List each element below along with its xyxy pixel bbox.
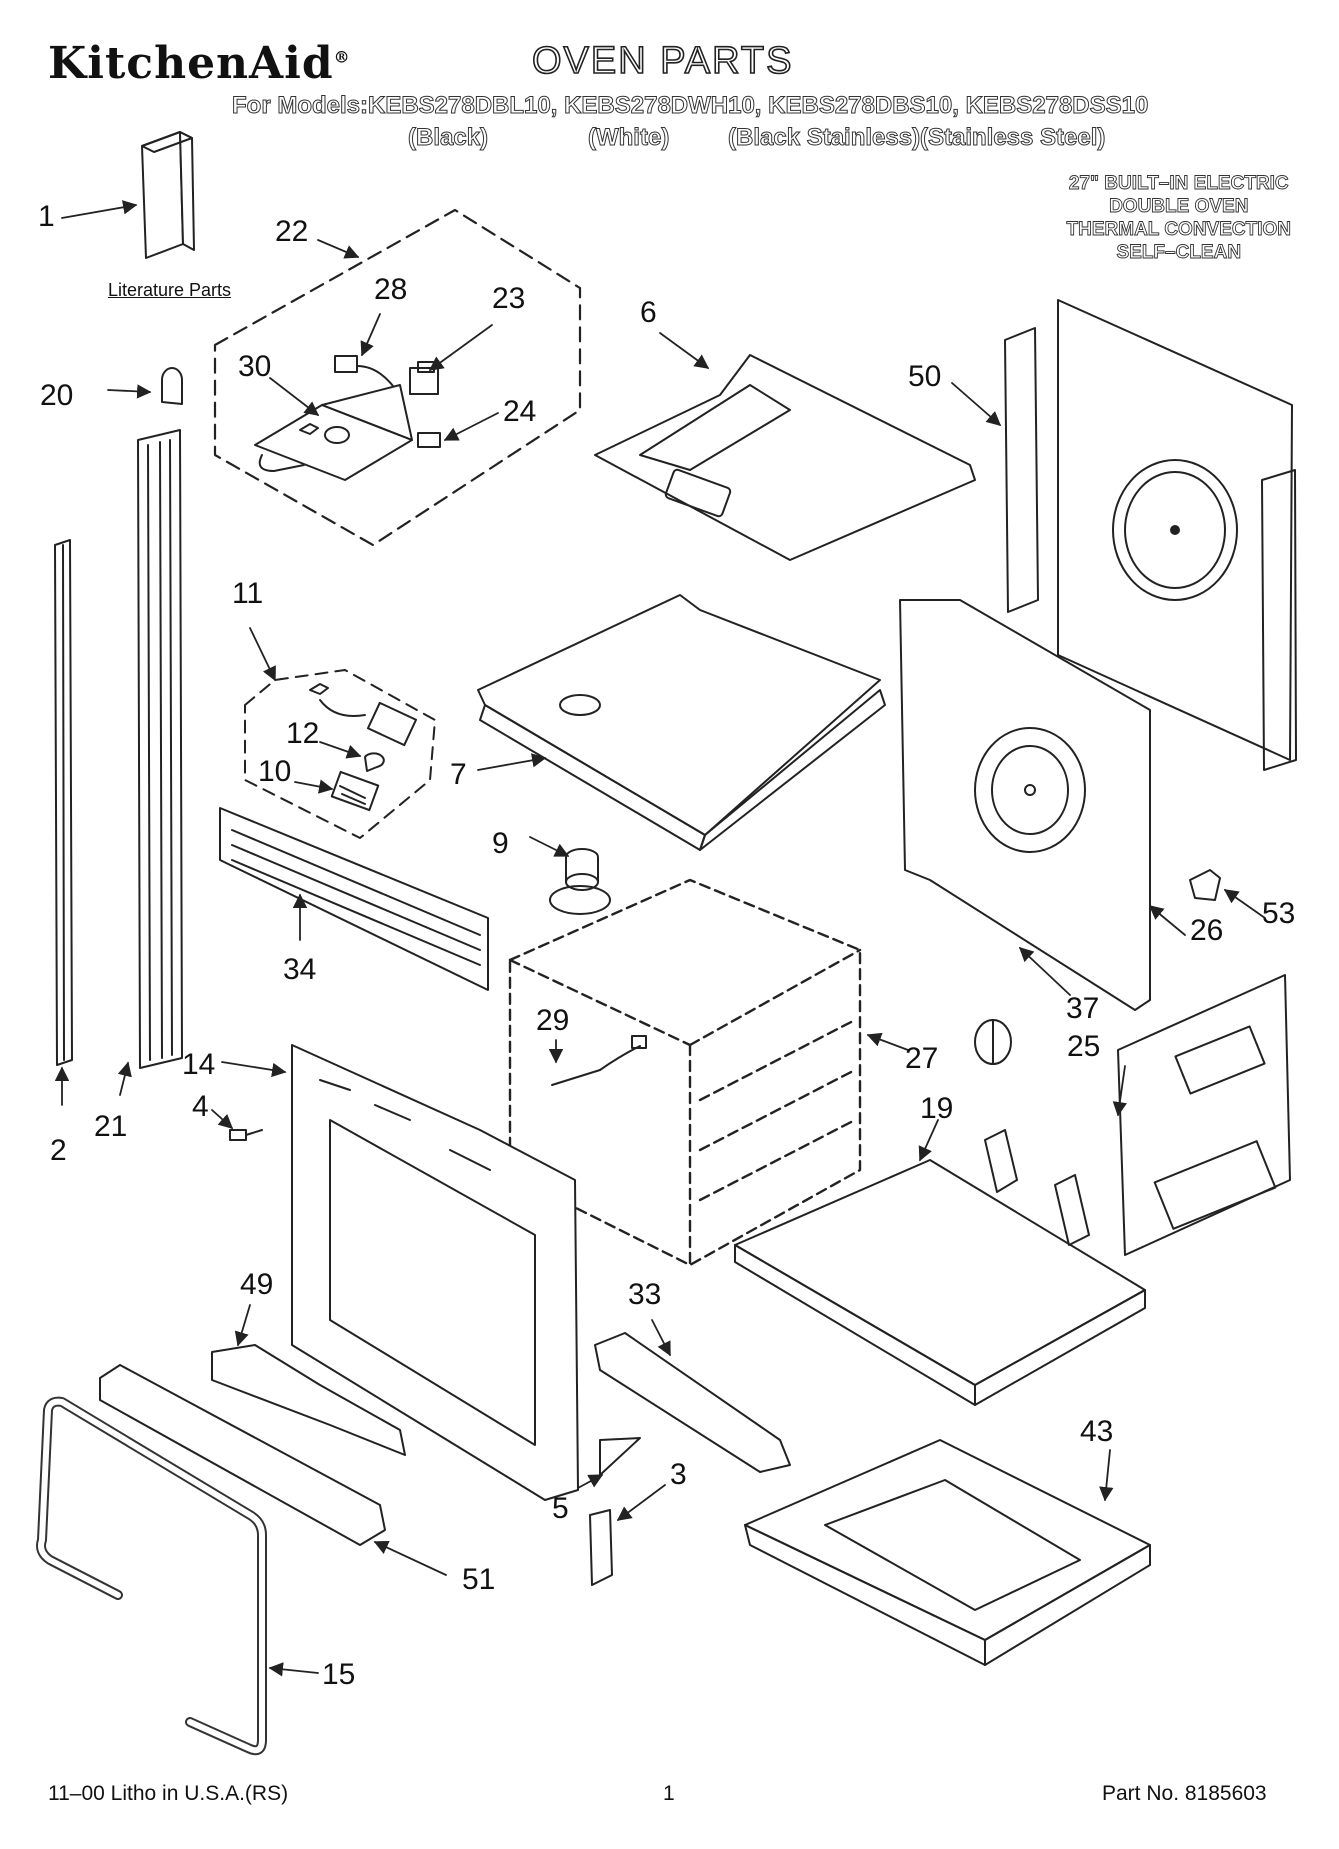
footer-part-number: Part No. 8185603 [1102, 1782, 1267, 1805]
callout-53: 53 [1262, 897, 1296, 930]
footer-litho: 11–00 Litho in U.S.A.(RS) [48, 1782, 289, 1805]
bracket-33 [594, 1332, 791, 1473]
bottom-tray-43 [744, 1439, 1151, 1666]
callout-33: 33 [628, 1278, 662, 1311]
spec-line: DOUBLE OVEN [1109, 196, 1249, 218]
switch-28 [334, 355, 394, 387]
callout-19: 19 [920, 1092, 954, 1125]
callout-37: 37 [1066, 992, 1100, 1025]
spec-block: 27" BUILT–IN ELECTRIC DOUBLE OVEN THERMA… [1066, 172, 1291, 264]
side-trim-21 [137, 429, 183, 1069]
model-colors: (Black) (White) (Black Stainless) (Stain… [0, 124, 1339, 154]
spec-line: THERMAL CONVECTION [1066, 219, 1291, 241]
front-frame-14 [291, 1044, 579, 1501]
callout-27: 27 [905, 1042, 939, 1075]
bottom-panel-19 [734, 1129, 1146, 1406]
callout-leaders [54, 200, 1266, 1677]
convection-fan-9 [549, 848, 611, 915]
callout-28: 28 [374, 273, 408, 306]
control-bracket-30 [254, 384, 413, 481]
light-lens-10 [330, 770, 380, 812]
callout-29: 29 [536, 1004, 570, 1037]
callout-26: 26 [1190, 914, 1224, 947]
callout-34: 34 [283, 953, 317, 986]
spec-line: SELF–CLEAN [1116, 242, 1242, 264]
top-vent-panel-6 [594, 354, 976, 561]
callout-14: 14 [182, 1048, 216, 1081]
screw-4 [229, 1129, 263, 1141]
literature-parts-booklet [141, 131, 195, 259]
color-stainless-steel: (Stainless Steel) [919, 124, 1106, 152]
color-black: (Black) [407, 124, 489, 152]
callout-7: 7 [450, 758, 467, 791]
side-panel-25 [1117, 974, 1291, 1256]
thermostat-37 [974, 1019, 1012, 1065]
light-socket [309, 683, 418, 747]
callout-10: 10 [258, 755, 292, 788]
spec-line: 27" BUILT–IN ELECTRIC [1068, 173, 1289, 195]
bracket-5 [599, 1437, 641, 1476]
callout-11: 11 [232, 577, 264, 610]
footer-page-number: 1 [663, 1782, 675, 1805]
callout-51: 51 [462, 1563, 496, 1596]
bracket-49 [211, 1344, 406, 1456]
color-white: (White) [587, 124, 670, 152]
callout-50: 50 [908, 360, 942, 393]
callout-30: 30 [238, 350, 272, 383]
bracket-3 [589, 1509, 613, 1586]
callout-6: 6 [640, 296, 657, 329]
callout-15: 15 [322, 1658, 356, 1691]
trim-strip-2 [54, 539, 73, 1066]
back-panel-50 [1004, 299, 1297, 771]
callout-9: 9 [492, 827, 509, 860]
callout-43: 43 [1080, 1415, 1114, 1448]
control-assembly-dashed-group [213, 208, 582, 547]
convection-panel-26 [899, 599, 1151, 1011]
light-bulb-12 [364, 752, 385, 772]
callout-3: 3 [670, 1458, 687, 1491]
bracket-53 [1189, 869, 1221, 901]
brand-logo: KitchenAid® [48, 38, 351, 89]
door-trim-51 [99, 1364, 386, 1546]
callout-22: 22 [275, 215, 309, 248]
callout-49: 49 [240, 1268, 274, 1301]
callout-25: 25 [1067, 1030, 1101, 1063]
callout-23: 23 [492, 282, 526, 315]
light-assembly-dashed-group [244, 669, 436, 839]
page-title: OVEN PARTS [531, 39, 794, 83]
top-plate-7 [477, 594, 886, 851]
callout-12: 12 [286, 717, 320, 750]
models-line: For Models:KEBS278DBL10, KEBS278DWH10, K… [231, 92, 1149, 120]
vent-grille-34 [219, 807, 489, 991]
literature-parts-label: Literature Parts [108, 280, 232, 300]
callout-1: 1 [38, 200, 55, 233]
callout-20: 20 [40, 379, 74, 412]
sensor-29 [551, 1035, 647, 1086]
callout-24: 24 [503, 395, 537, 428]
color-black-stainless: (Black Stainless) [727, 124, 921, 152]
cap-20 [161, 367, 183, 405]
callout-2: 2 [50, 1134, 67, 1167]
callout-21: 21 [94, 1110, 128, 1143]
connector-24 [417, 432, 441, 448]
callout-5: 5 [552, 1492, 569, 1525]
callout-4: 4 [192, 1090, 209, 1123]
